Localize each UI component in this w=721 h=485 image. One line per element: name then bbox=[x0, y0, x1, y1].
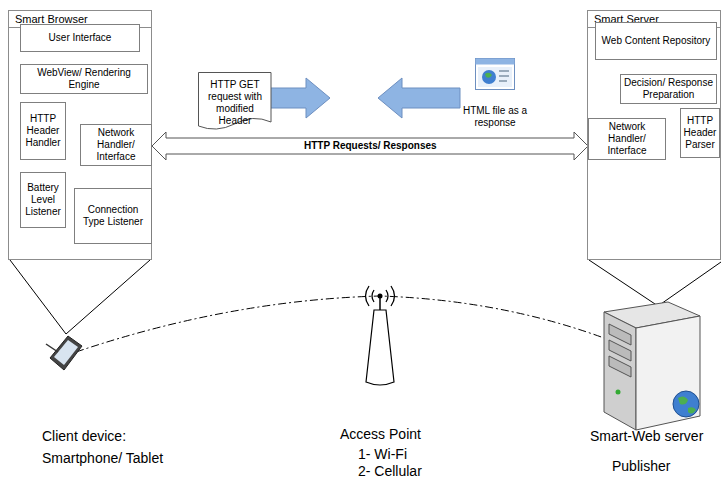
ui-box: User Interface bbox=[20, 24, 140, 52]
box-label: Battery Level Listener bbox=[21, 181, 65, 219]
caption-label: 1- Wi-Fi bbox=[358, 446, 407, 462]
browser-window-icon bbox=[475, 58, 515, 90]
wireless-link bbox=[76, 296, 604, 352]
request-response-arrow bbox=[152, 132, 588, 160]
caption-label: Smart-Web server bbox=[590, 428, 703, 444]
box-label: Decision/ Response Preparation bbox=[621, 76, 716, 102]
caption-label: Access Point bbox=[340, 426, 421, 442]
box-label: Web Content Repository bbox=[600, 34, 713, 48]
browser-panel: Smart BrowserUser InterfaceWebView/ Rend… bbox=[8, 10, 152, 260]
request-document: HTTP GET request with modified Header bbox=[198, 72, 272, 144]
caption-label: Smartphone/ Tablet bbox=[42, 450, 163, 466]
server-bracket bbox=[589, 260, 721, 306]
decision-box: Decision/ Response Preparation bbox=[620, 74, 717, 104]
connection-box: Connection Type Listener bbox=[74, 188, 152, 244]
header-handler-box: HTTP Header Handler bbox=[20, 102, 66, 160]
device-bracket bbox=[10, 260, 150, 334]
network-box: Network Handler/ Interface bbox=[80, 124, 152, 166]
box-label: Network Handler/ Interface bbox=[589, 120, 665, 158]
box-label: HTTP Header Parser bbox=[681, 114, 719, 152]
caption-label: 2- Cellular bbox=[358, 463, 422, 479]
server-icon bbox=[604, 302, 700, 430]
server-panel: Smart ServerWeb Content RepositoryDecisi… bbox=[587, 10, 721, 260]
box-label: User Interface bbox=[47, 31, 114, 45]
box-label: HTML file as a response bbox=[458, 104, 532, 130]
edge-label: HTTP Requests/ Responses bbox=[301, 140, 440, 152]
response-arrow bbox=[378, 78, 460, 118]
phone-icon bbox=[46, 336, 82, 370]
box-label: Connection Type Listener bbox=[75, 203, 151, 229]
box-label: HTTP GET request with modified Header bbox=[198, 78, 272, 128]
repository-box: Web Content Repository bbox=[595, 22, 717, 60]
box-label: WebView/ Rendering Engine bbox=[21, 66, 147, 92]
parser-box: HTTP Header Parser bbox=[680, 108, 720, 158]
box-label: Network Handler/ Interface bbox=[81, 126, 151, 164]
network-box: Network Handler/ Interface bbox=[588, 118, 666, 160]
battery-box: Battery Level Listener bbox=[20, 172, 66, 228]
access-point-icon bbox=[366, 286, 395, 385]
caption-label: Publisher bbox=[612, 458, 670, 474]
caption-label: Client device: bbox=[42, 428, 126, 444]
box-label: HTTP Header Handler bbox=[21, 112, 65, 150]
response-file: HTML file as a response bbox=[458, 58, 532, 130]
webview-box: WebView/ Rendering Engine bbox=[20, 64, 148, 94]
